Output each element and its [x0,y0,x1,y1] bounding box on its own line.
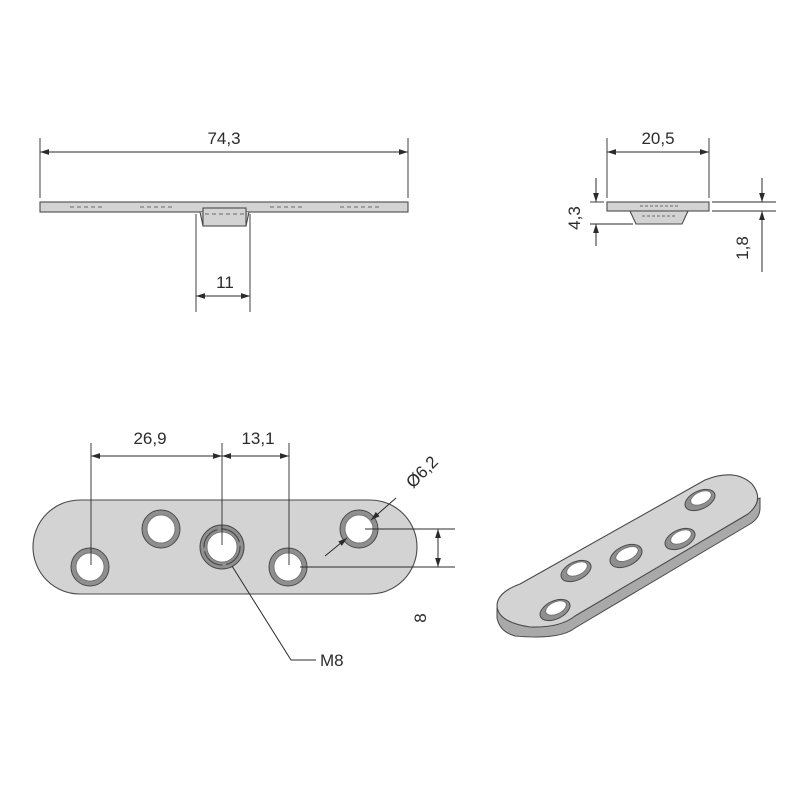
dim-plate-width: 20,5 [641,129,674,148]
dim-hole-pitch-inner: 13,1 [241,429,274,448]
top-view-hole-1 [70,547,110,587]
dim-line-hole-diameter [324,537,348,557]
isometric-threaded-hole [609,543,643,569]
front-view: 74,3 11 [39,129,409,312]
side-view-boss [629,210,689,225]
dim-offset: 8 [411,613,430,622]
dim-total-length: 74,3 [207,129,240,148]
dim-boss-width: 11 [216,273,234,292]
top-view: 26,9 13,1 Ø6,2 8 M8 [32,429,455,670]
front-view-boss-body [202,207,247,227]
thread-leader-line [231,565,316,661]
thread-callout: M8 [320,651,344,670]
isometric-hole-3 [664,527,696,551]
dim-plate-thickness: 1,8 [733,236,752,260]
side-view: 20,5 4,3 1,8 [565,129,776,272]
isometric-view [496,474,761,638]
dim-hole-pitch-outer: 26,9 [133,429,166,448]
dim-hole-diameter: Ø6,2 [402,452,441,491]
isometric-hole-1 [539,598,571,622]
isometric-hole-4 [684,488,716,512]
front-view-hidden-holes [70,206,380,215]
top-view-hole-2 [141,509,181,549]
dim-total-height: 4,3 [565,206,584,230]
top-view-hole-3 [268,547,308,587]
isometric-hole-2 [560,559,592,583]
